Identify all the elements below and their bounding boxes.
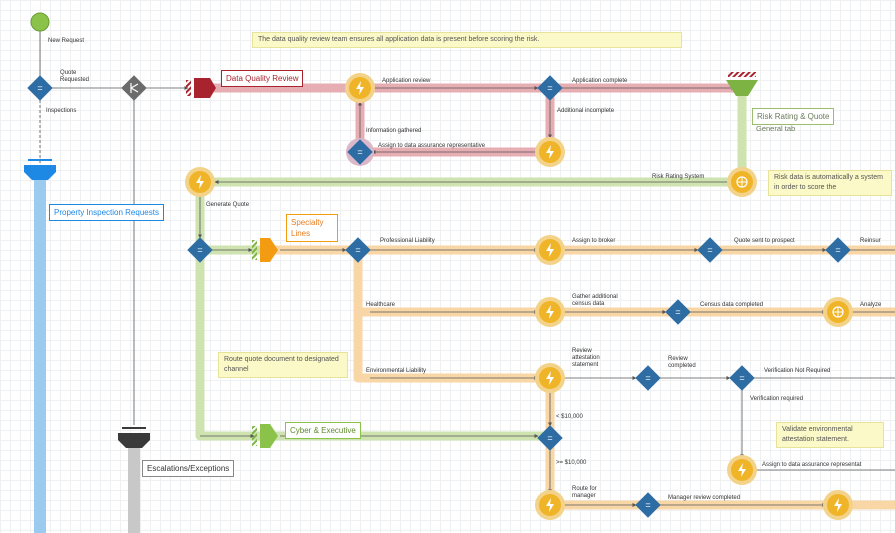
specialty-lane-header[interactable] [252,238,278,262]
label-analyze: Analyze [860,302,882,308]
task-assign-broker[interactable] [535,235,565,265]
svg-text:=: = [355,245,360,255]
dq-lane-header[interactable] [186,78,216,98]
svg-text:=: = [645,500,650,510]
validate-note: Validate environmental attestation state… [776,422,884,448]
label-verification-not-required: Verification Not Required [764,368,831,374]
gateways: = = = = = = = = [27,75,851,518]
label-additional-incomplete: Additional incomplete [557,108,615,114]
label-route-manager: Route for manager [572,486,597,499]
dq-lane-title[interactable]: Data Quality Review [221,70,304,87]
label-verification-required: Verification required [750,396,804,402]
task-generate-quote[interactable] [185,167,215,197]
task-additional-incomplete[interactable] [535,137,565,167]
label-application-complete: Application complete [572,78,628,84]
label-professional-liability: Professional Liability [380,238,435,244]
gate-verification[interactable]: = [729,365,755,391]
label-generate-quote: Generate Quote [206,202,250,208]
task-nodes [185,73,853,520]
cyber-lane-title[interactable]: Cyber & Executive [285,422,361,439]
lane-headers [24,72,758,448]
label-assign-to-broker: Assign to broker [572,238,616,244]
gate-reinsurance[interactable]: = [825,237,851,263]
task-analyze[interactable] [823,297,853,327]
svg-text:=: = [357,147,362,157]
label-assign-data-assurance-2: Assign to data assurance representat [762,462,862,468]
risk-lane-header[interactable] [726,72,758,96]
label-census-complete: Census data completed [700,302,764,308]
label-new-request: New Request [48,38,85,44]
svg-text:=: = [739,373,744,383]
splitter-node[interactable] [121,75,147,101]
gate-information-gathered[interactable]: = [346,138,374,166]
escalation-lane-title[interactable]: Escalations/Exceptions [142,460,235,477]
label-inspections: Inspections [46,108,77,114]
label-manager-review: Manager review completed [668,495,741,501]
svg-text:=: = [707,245,712,255]
label-reinsurance: Reinsur [860,238,881,244]
task-gather-census[interactable] [535,297,565,327]
label-application-review: Application review [382,78,431,84]
risk-note: Risk data is automatically a system in o… [768,170,892,196]
label-review-attestation: Review attestation statement [572,348,600,368]
gate-quote-requested[interactable]: = [27,75,53,101]
gate-manager-review[interactable]: = [635,492,661,518]
svg-text:=: = [835,245,840,255]
gate-specialty-split[interactable]: = [345,237,371,263]
gate-quote-sent[interactable]: = [697,237,723,263]
property-lane-header[interactable] [24,159,56,180]
escalation-lane-header[interactable] [118,427,150,448]
property-lane-title[interactable]: Property Inspection Requests [49,204,164,221]
label-assign-data-assurance: Assign to data assurance representative [378,143,486,149]
svg-text:=: = [547,433,552,443]
label-quote-requested: Quote Requested [60,70,90,83]
cyber-lane-header[interactable] [252,424,278,448]
label-environmental-liability: Environmental Liability [366,368,427,374]
label-information-gathered: Information gathered [366,128,422,134]
svg-text:=: = [37,83,42,93]
risk-lane-title[interactable]: Risk Rating & Quote [752,108,835,125]
gate-amount[interactable]: = [537,425,563,451]
gate-review-completed[interactable]: = [635,365,661,391]
gate-generate-quote[interactable]: = [187,237,213,263]
svg-text:=: = [645,373,650,383]
svg-text:=: = [547,83,552,93]
task-risk-rating-system[interactable] [727,167,757,197]
label-gte-10000: >= $10,000 [556,460,587,466]
gate-application-complete[interactable]: = [537,75,563,101]
task-end-right[interactable] [823,490,853,520]
dq-note: The data quality review team ensures all… [252,32,682,48]
task-application-review[interactable] [345,73,375,103]
label-quote-sent: Quote sent to prospect [734,238,795,244]
risk-lane-subtitle: General tab [756,124,796,133]
label-review-completed: Review completed [668,356,696,369]
task-review-attestation[interactable] [535,363,565,393]
start-event[interactable] [30,12,50,32]
svg-text:=: = [197,245,202,255]
label-healthcare: Healthcare [366,302,396,308]
task-route-manager[interactable] [535,490,565,520]
label-risk-rating-system: Risk Rating System [652,174,705,180]
gate-census-complete[interactable]: = [665,299,691,325]
label-lt-10000: < $10,000 [556,414,583,420]
svg-text:=: = [675,307,680,317]
route-note: Route quote document to designated chann… [218,352,348,378]
specialty-lane-title[interactable]: Specialty Lines [286,214,338,242]
label-gather-census: Gather additional census data [572,294,618,307]
task-assign-data-assurance[interactable] [727,455,757,485]
